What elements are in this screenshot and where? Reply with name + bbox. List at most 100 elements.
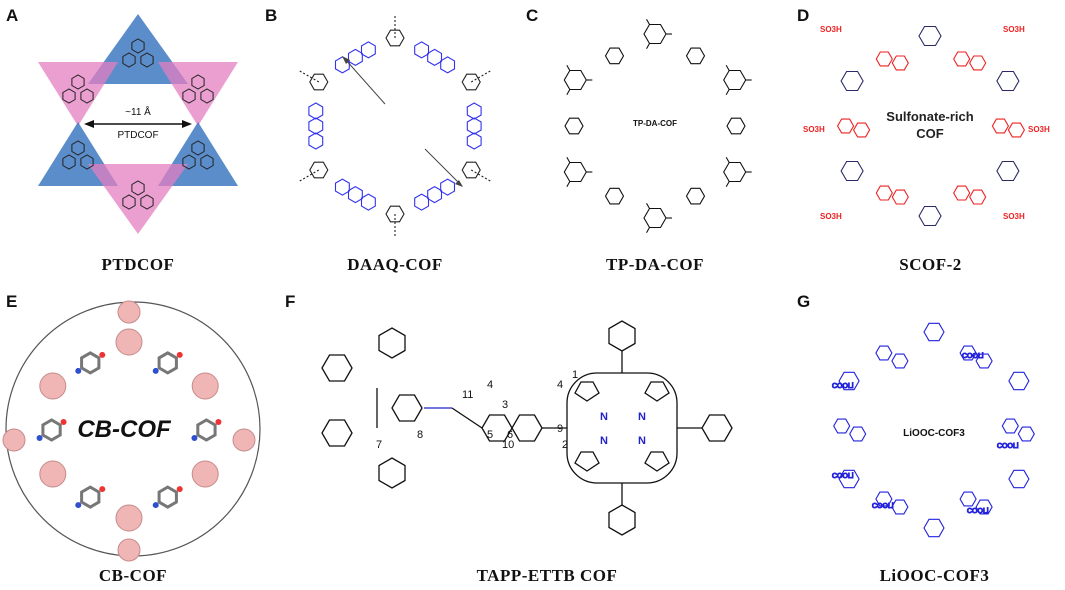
sulfonate-group-label: SO3H <box>820 212 842 221</box>
biphenyl-ring <box>849 426 867 442</box>
sulfonated-ring <box>953 185 971 201</box>
carbonyl-bond <box>725 157 730 163</box>
biphenyl-ring <box>875 345 893 361</box>
carboxylate-group-label: COOLi <box>872 503 894 510</box>
aromatic-ring <box>131 38 145 54</box>
biphenyl-ring <box>959 491 977 507</box>
anthraquinone-ring <box>347 48 363 67</box>
core-ring <box>996 160 1020 182</box>
atom-number-label: 4 <box>487 379 493 391</box>
nitrogen-atom <box>191 435 198 441</box>
daaq-cof-structure <box>299 16 491 236</box>
sulfonated-ring <box>953 51 971 67</box>
liooc-inner-label: LiOOC-COF3 <box>903 428 965 439</box>
triangle-upper-right <box>158 62 238 126</box>
pointer-line <box>424 148 461 185</box>
benzene-ring <box>385 29 405 47</box>
benzene-ring <box>157 351 178 375</box>
triangle-upper-left <box>38 62 118 126</box>
nitrogen-label: N <box>638 435 646 447</box>
nitrogen-atom <box>75 367 82 374</box>
sulfonate-group-label: SO3H <box>820 25 842 34</box>
benzene-ring <box>461 161 481 179</box>
aromatic-ring <box>191 74 205 90</box>
biphenyl-ring <box>975 353 993 369</box>
atom-number-label: 4 <box>557 379 563 391</box>
panel-letter-d: D <box>797 6 810 25</box>
biphenyl-ring <box>975 499 993 515</box>
sulfonate-group-label: SO3H <box>1003 25 1025 34</box>
carbonyl-bond <box>725 181 730 187</box>
atom-number-label: 5 <box>487 429 493 441</box>
atom-number-label: 11 <box>462 389 473 401</box>
sulfonated-ring <box>969 55 987 71</box>
carborane-cluster <box>117 300 141 324</box>
carborane-cluster <box>39 372 67 400</box>
atom-number-label: 6 <box>507 429 513 441</box>
pyrazine-ring <box>685 47 706 65</box>
oxygen-atom <box>176 351 183 358</box>
carboxylate-group-label: COOLi <box>997 443 1019 450</box>
aromatic-ring <box>131 180 145 196</box>
carbonyl-bond <box>646 227 650 233</box>
biphenyl-ring <box>1017 426 1035 442</box>
oxygen-atom <box>60 419 67 425</box>
biphenyl-ring <box>891 353 909 369</box>
phenyl-ring <box>321 419 353 447</box>
pyrrole-ring <box>574 381 600 402</box>
porphyrin-macrocycle <box>566 372 678 484</box>
carbonyl-bond <box>566 65 571 71</box>
carbonyl-bond <box>566 181 571 187</box>
aromatic-ring <box>182 154 196 170</box>
sulfonated-ring <box>1007 122 1026 138</box>
aromatic-ring <box>140 194 154 210</box>
panel-letter-g: G <box>797 292 811 311</box>
pyrazine-ring <box>604 47 625 65</box>
anthraquinone-ring <box>308 102 324 120</box>
core-ring <box>1008 469 1030 489</box>
carborane-cluster <box>115 504 143 532</box>
benzene-ring <box>157 485 178 509</box>
core-ring <box>918 205 942 227</box>
anthraquinone-ring <box>414 193 430 211</box>
bond <box>299 169 320 182</box>
panel-letter-a: A <box>6 6 19 25</box>
phenyl-ring <box>608 320 636 352</box>
anthraquinone-ring <box>360 193 376 211</box>
anthraquinone-ring <box>466 102 482 120</box>
anthraquinone-ring <box>466 132 482 150</box>
atom-number-label: 2 <box>562 439 568 451</box>
sulfonate-group-label: SO3H <box>803 125 825 134</box>
triformylphloroglucinol-ring <box>723 161 747 183</box>
atom-number-label: 1 <box>572 369 578 381</box>
pyrazine-ring <box>685 187 706 205</box>
phenyl-ring <box>321 354 353 382</box>
aromatic-ring <box>140 52 154 68</box>
phenyl-ring <box>701 414 733 442</box>
pyrrole-ring <box>644 381 670 402</box>
phenyl-ring <box>608 504 636 536</box>
atom-number-label: 10 <box>502 439 514 451</box>
aromatic-ring <box>191 140 205 156</box>
core-ring <box>1008 371 1030 391</box>
triangle-bottom <box>88 164 188 234</box>
biphenyl-ring <box>1001 418 1019 434</box>
atom-number-label: 3 <box>502 399 508 411</box>
carborane-cluster <box>2 428 26 452</box>
carborane-cluster <box>115 328 143 356</box>
sulfonated-ring <box>875 51 893 67</box>
oxygen-atom <box>176 486 183 493</box>
sulfonated-ring <box>836 118 855 134</box>
carbonyl-bond <box>646 203 650 209</box>
caption-tapp-ettb: TAPP-ETTB COF <box>476 566 618 585</box>
anthraquinone-ring <box>427 185 443 204</box>
panel-letter-b: B <box>265 6 278 25</box>
aromatic-ring <box>62 88 76 104</box>
caption-tp-da-cof: TP-DA-COF <box>606 255 704 274</box>
imine-bond <box>451 407 483 429</box>
aromatic-ring <box>71 140 85 156</box>
carborane-cluster <box>39 460 67 488</box>
carbonyl-bond <box>725 65 730 71</box>
